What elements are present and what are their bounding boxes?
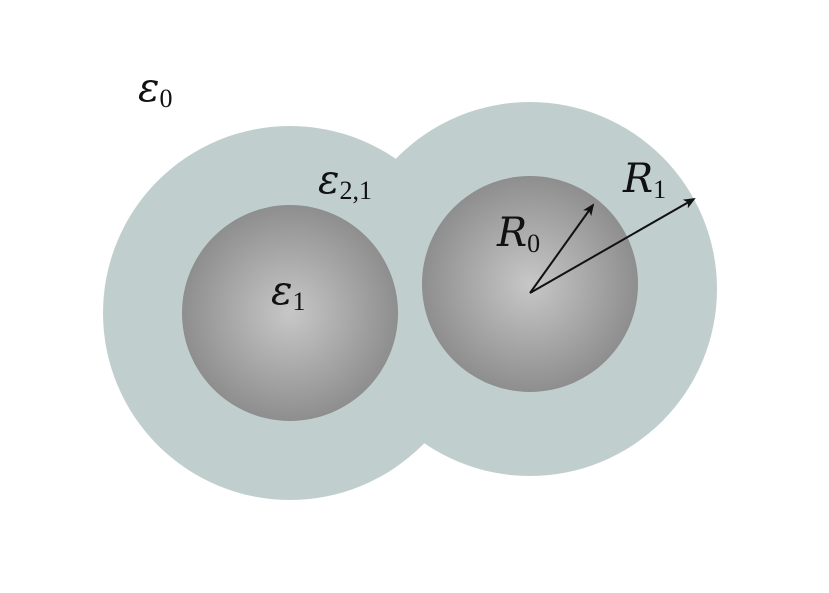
left-particle-core — [182, 205, 398, 421]
right-particle-core — [422, 176, 638, 392]
medium-permittivity-label: ε0 — [138, 65, 172, 113]
core-permittivity-label: ε1 — [271, 268, 305, 316]
outer-radius-arrow — [529, 198, 696, 294]
outer-radius-label: R1 — [622, 156, 666, 204]
inner-radius-arrow — [529, 203, 595, 294]
inner-radius-label: R0 — [496, 210, 540, 258]
shell-permittivity-label: ε2,1 — [318, 157, 372, 205]
